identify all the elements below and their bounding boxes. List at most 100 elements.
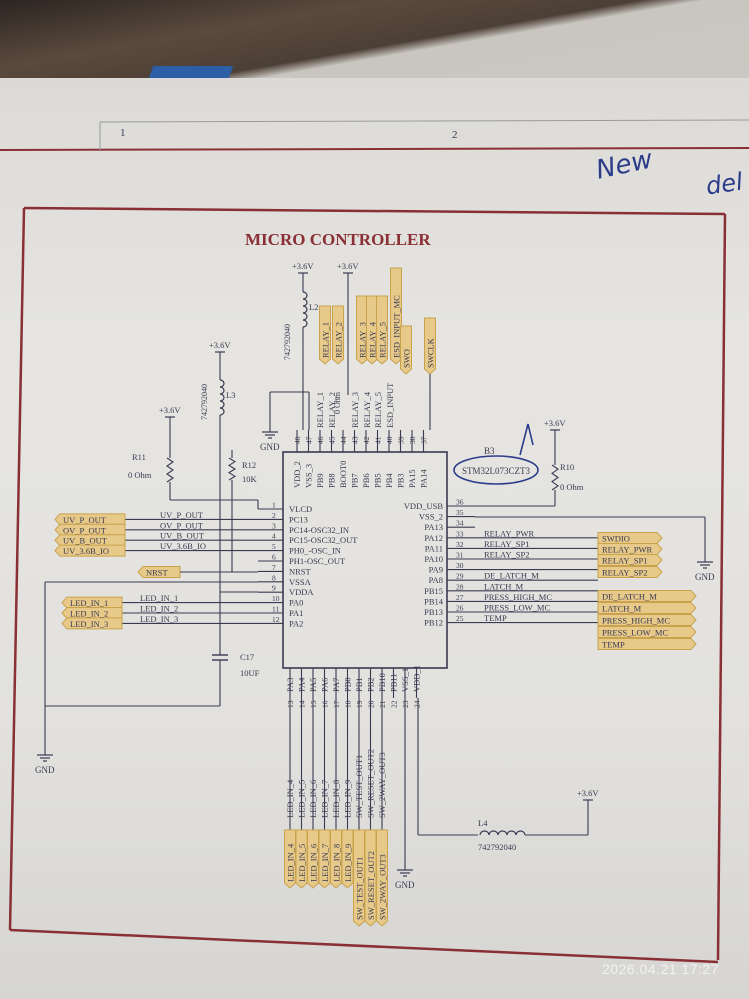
top-net-label-0: RELAY_1 [315, 392, 325, 428]
l3-coil-loop2 [219, 393, 225, 402]
r10-ref: R10 [560, 462, 574, 472]
bottom-port-0-label: LED_IN_4 [286, 843, 296, 882]
bottom-port-7-label: SW_RESET_OUT2 [366, 851, 376, 920]
led-port-2-label: LED_IN_3 [70, 619, 108, 629]
pin-name-29: PA8 [429, 575, 443, 585]
pin-name-12: PA2 [289, 618, 303, 628]
pin-name-23: VSS_1 [400, 668, 410, 692]
pin-name-19: PB1 [354, 677, 364, 692]
pin-number-2: 2 [272, 511, 276, 520]
led-port-1 [61, 607, 123, 619]
right-port-5 [597, 602, 697, 614]
pin-number-1: 1 [272, 501, 276, 510]
pin-name-35: VSS_2 [419, 512, 443, 522]
pin-name-5: PH0_-OSC_IN [289, 546, 341, 556]
right-port-2-label: RELAY_SP1 [602, 556, 648, 566]
pin-name-14: PA4 [297, 677, 307, 692]
pin-name-3: PC14-OSC32_IN [289, 525, 349, 535]
pin-name-40: PB4 [384, 473, 394, 488]
right-port-7-label: PRESS_LOW_MC [602, 628, 668, 638]
pin-name-42: PB6 [361, 473, 371, 488]
r10-value: 0 Ohm [560, 482, 584, 492]
chip-body [282, 451, 448, 669]
bottom-net-label-1: LED_IN_5 [297, 780, 307, 818]
pin-name-22: PB11 [389, 673, 399, 692]
pin-name-34: PA13 [424, 522, 443, 532]
pin-number-24: 24 [413, 700, 422, 708]
l2-coil-loop2 [302, 305, 308, 314]
right-net-label-5: LATCH_M [484, 581, 524, 591]
right-port-8-label: TEMP [602, 640, 625, 650]
bottom-net-label-4: LED_IN_8 [331, 780, 341, 818]
r12-body [227, 457, 237, 481]
right-net-label-0: RELAY_PWR [484, 528, 535, 538]
pin-name-16: PA6 [320, 678, 330, 692]
pwr-l4-label: +3.6V [577, 788, 599, 798]
pwr-r10-label: +3.6V [544, 418, 566, 428]
top-net-label-5: RELAY_5 [373, 392, 383, 428]
bottom-port-1 [295, 829, 308, 889]
pin-name-38: PA15 [407, 469, 417, 488]
pin-number-31: 31 [456, 551, 464, 560]
top-port-7 [424, 317, 436, 375]
bottom-port-2-label: LED_IN_6 [309, 844, 319, 882]
pin-number-6: 6 [272, 553, 276, 562]
pin-name-4: PC15-OSC32_OUT [289, 535, 358, 545]
l3-coil-loop3 [219, 400, 225, 409]
pin-name-15: PA5 [308, 678, 318, 692]
c17-ref: C17 [240, 652, 254, 662]
pin-name-1: VLCD [289, 504, 312, 514]
right-port-0-label: SWDIO [602, 534, 630, 544]
top-port-5 [390, 267, 402, 365]
gnd-top-label: GND [260, 442, 280, 452]
pin-number-10: 10 [272, 594, 280, 603]
frame-inner-top [23, 206, 726, 216]
l3-coil-loop4 [219, 407, 225, 416]
pin-name-48: VDD_2 [292, 461, 302, 488]
right-net-label-2: RELAY_SP2 [484, 550, 530, 560]
top-port-0 [319, 305, 331, 365]
bottom-port-6 [353, 829, 365, 927]
l2-coil-loop3 [302, 312, 308, 321]
pin-name-33: PA12 [424, 533, 443, 543]
l2-coil-loop4 [302, 319, 308, 328]
top-port-2-label: RELAY_3 [358, 322, 368, 358]
right-port-0 [597, 532, 663, 544]
pin-number-47: 47 [305, 436, 314, 444]
frame-top-outer [0, 147, 749, 151]
pin-name-9: VDDA [289, 587, 314, 597]
right-net-label-4: DE_LATCH_M [484, 571, 539, 581]
l4-ref: L4 [478, 818, 488, 828]
sheet-title: MICRO CONTROLLER [245, 230, 431, 249]
zone-label-1: 1 [120, 127, 126, 139]
left-port-2-label: UV_B_OUT [63, 536, 108, 546]
frame-inner-right [716, 213, 727, 961]
pin-name-18: PB0 [343, 677, 353, 692]
top-port-2 [356, 295, 368, 365]
pin-name-21: PB10 [377, 673, 387, 692]
c17-value: 10UF [240, 668, 260, 678]
l4-value: 742792040 [478, 842, 516, 852]
led-net-label-0: LED_IN_1 [140, 593, 178, 603]
l2-value: 742792040 [283, 324, 292, 360]
handwritten-note-del: del [704, 167, 745, 201]
bottom-port-1-label: LED_IN_5 [297, 844, 307, 882]
left-port-1 [54, 523, 126, 536]
led-net-label-1: LED_IN_2 [140, 604, 178, 614]
frame-zone-line [99, 119, 749, 123]
pin-name-26: PB13 [424, 607, 443, 617]
led-net-label-2: LED_IN_3 [140, 614, 178, 624]
r10-body [551, 464, 559, 491]
right-port-8 [597, 638, 697, 650]
nrst-port-label: NRST [146, 568, 169, 578]
pin-number-4: 4 [272, 532, 276, 541]
r11-body [166, 457, 174, 483]
gnd-right-label: GND [695, 572, 715, 582]
pin-name-32: PA11 [425, 543, 443, 553]
right-port-4 [597, 590, 697, 602]
pin-name-13: PA3 [285, 678, 295, 692]
led-port-0 [61, 596, 123, 609]
pin-number-25: 25 [456, 614, 464, 623]
right-net-label-1: RELAY_SP1 [484, 539, 530, 549]
